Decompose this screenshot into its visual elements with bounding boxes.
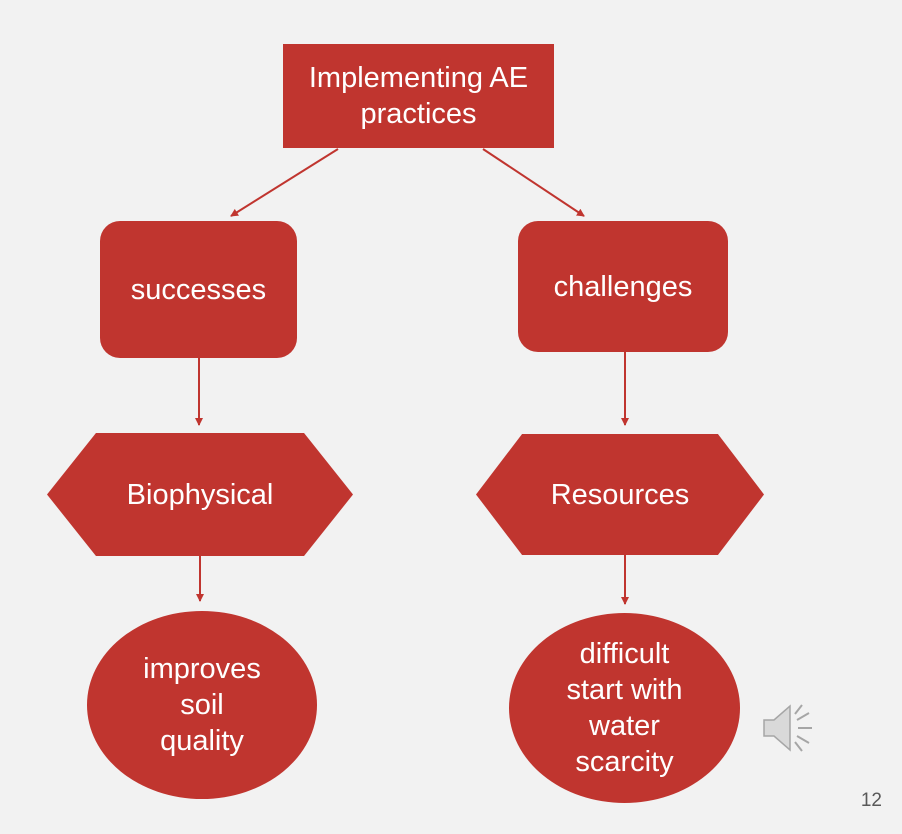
node-biophysical: Biophysical (47, 433, 353, 556)
page-number: 12 (860, 790, 882, 811)
node-challenges: challenges (518, 221, 728, 352)
node-label: improves soil quality (143, 653, 261, 757)
node-label: Biophysical (126, 478, 274, 511)
node-label: Implementing AE practices (308, 62, 529, 130)
node-implementing-ae-practices: Implementing AE practices (283, 44, 554, 148)
node-successes: successes (100, 221, 297, 358)
arrow-root-to-successes (230, 148, 339, 217)
node-label: Resources (550, 478, 690, 511)
node-difficult-start: difficult start with water scarcity (509, 613, 740, 803)
node-resources: Resources (476, 434, 764, 555)
arrow-root-to-challenges (482, 148, 585, 217)
node-improves-soil-quality: improves soil quality (87, 611, 317, 799)
node-label: challenges (553, 270, 693, 303)
node-label: successes (130, 273, 267, 306)
node-label: difficult start with water scarcity (566, 638, 683, 778)
speaker-icon[interactable] (762, 702, 818, 759)
